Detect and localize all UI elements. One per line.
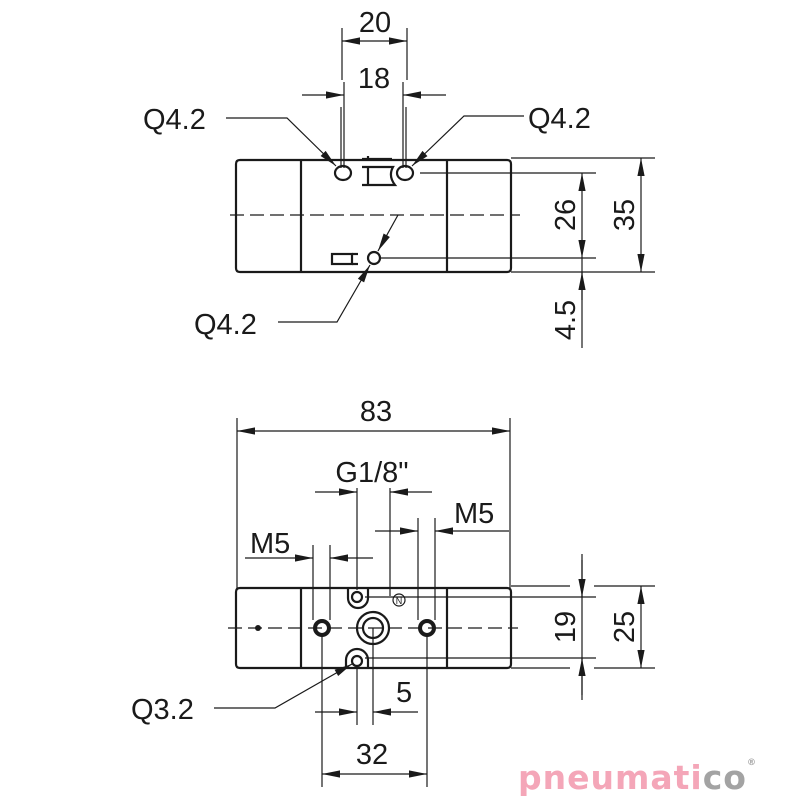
dim-label: 26 xyxy=(550,199,582,231)
dim-label: M5 xyxy=(250,528,290,560)
dim-label: 20 xyxy=(359,7,391,39)
m5-hole-left xyxy=(313,619,331,637)
brand-name-main: pneumati xyxy=(518,758,703,797)
dim-width-18: 18 xyxy=(302,63,446,168)
brand-logo: pneumatico® xyxy=(518,758,757,797)
callout-mount-hole: Q3.2 xyxy=(131,663,353,726)
brand-name-suffix: co xyxy=(702,758,747,797)
dim-label: 5 xyxy=(396,677,412,709)
callout-port-left: Q4.2 xyxy=(143,104,337,167)
dim-thread-m5-left: M5 xyxy=(245,528,373,620)
callout-port-bottom: Q4.2 xyxy=(194,214,399,341)
dim-length-83: 83 xyxy=(236,396,511,588)
top-view-body xyxy=(230,156,520,274)
callout-label: Q3.2 xyxy=(131,694,194,726)
dim-label: M5 xyxy=(454,498,494,530)
dim-label: 25 xyxy=(609,611,641,643)
dim-height-side: 19 25 xyxy=(365,554,655,700)
dim-width-20: 20 xyxy=(341,7,408,80)
dim-label: G1/8" xyxy=(335,457,408,489)
dim-label: 4.5 xyxy=(550,300,582,340)
callout-label: Q4.2 xyxy=(194,309,257,341)
dim-label: 35 xyxy=(609,199,641,231)
dim-height-group: 26 35 4.5 xyxy=(380,157,655,348)
svg-text:N: N xyxy=(396,596,403,606)
dim-thread-g18: G1/8" xyxy=(315,457,432,596)
m5-hole-right xyxy=(418,619,436,637)
side-view: N 83 G1/8" xyxy=(131,396,655,787)
center-dot xyxy=(255,625,261,631)
dim-thread-m5-right: M5 xyxy=(375,498,509,620)
top-view: 20 18 Q4.2 Q4.2 Q4.2 xyxy=(143,7,655,348)
callout-label: Q4.2 xyxy=(528,103,591,135)
mount-hole-bottom xyxy=(350,654,364,668)
port-hole-bottom xyxy=(366,250,382,266)
port-hole-left xyxy=(333,164,353,182)
pilot-port-top xyxy=(350,590,364,604)
registered-mark: ® xyxy=(746,758,757,768)
dim-label: 18 xyxy=(358,63,390,95)
dim-label: 83 xyxy=(360,396,392,428)
dim-label: 32 xyxy=(356,739,388,771)
callout-port-right: Q4.2 xyxy=(411,103,591,167)
port-hole-right xyxy=(395,164,415,182)
marking-symbol xyxy=(392,593,406,607)
dim-spacing-32: 32 xyxy=(321,636,428,787)
dim-label: 19 xyxy=(550,611,582,643)
callout-label: Q4.2 xyxy=(143,104,206,136)
